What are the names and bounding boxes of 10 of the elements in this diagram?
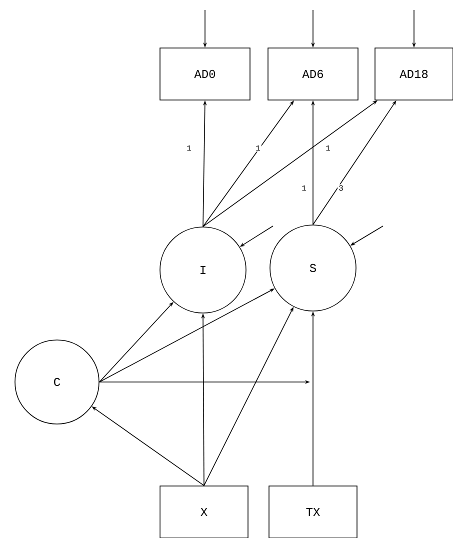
variable-box: TX bbox=[268, 486, 358, 538]
edge-label: 1 bbox=[324, 144, 332, 152]
edge-label: 1 bbox=[186, 144, 192, 152]
variable-box: AD0 bbox=[160, 48, 250, 100]
edge-label: 1 bbox=[300, 184, 308, 192]
variable-box: AD6 bbox=[268, 48, 358, 100]
variable-box: X bbox=[160, 486, 248, 538]
variable-box: AD18 bbox=[374, 48, 453, 100]
edge-label: 3 bbox=[338, 184, 344, 192]
edge-label: 1 bbox=[254, 144, 262, 152]
